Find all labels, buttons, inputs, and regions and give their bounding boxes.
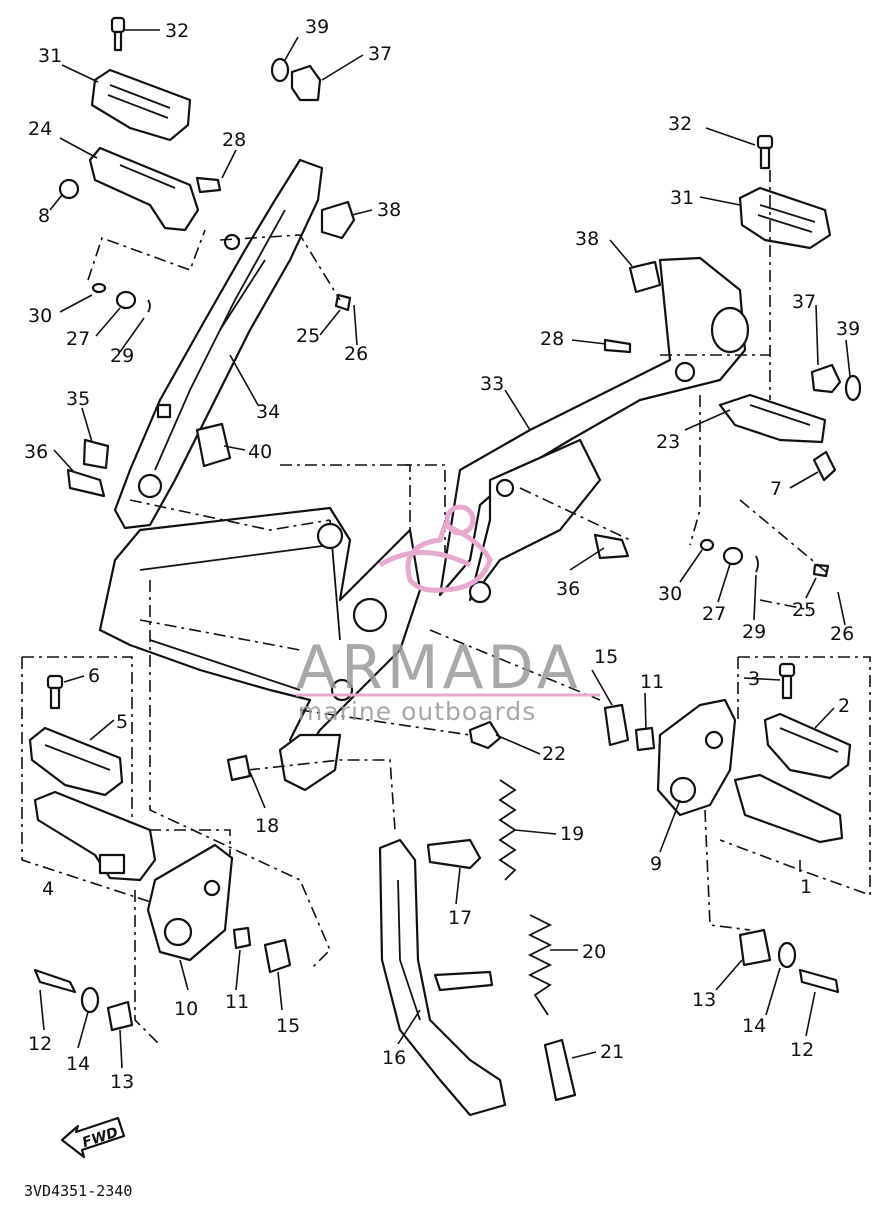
- callout-23: 23: [656, 431, 680, 453]
- callout-40: 40: [248, 441, 272, 463]
- callout-26: 26: [830, 623, 854, 645]
- callout-35: 35: [66, 388, 90, 410]
- callout-29: 29: [742, 621, 766, 643]
- callout-12: 12: [790, 1039, 814, 1061]
- callout-14: 14: [66, 1053, 90, 1075]
- callout-15: 15: [594, 646, 618, 668]
- callout-20: 20: [582, 941, 606, 963]
- callout-5: 5: [116, 711, 128, 733]
- callout-27: 27: [702, 603, 726, 625]
- callout-38: 38: [575, 228, 599, 250]
- callout-36: 36: [24, 441, 48, 463]
- callout-38: 38: [377, 199, 401, 221]
- callout-33: 33: [480, 373, 504, 395]
- watermark-tagline: marine outboards: [298, 697, 536, 726]
- callout-4: 4: [42, 878, 54, 900]
- callout-8: 8: [38, 205, 50, 227]
- watermark-brand: ARMADA: [296, 633, 582, 703]
- callout-22: 22: [542, 743, 566, 765]
- armada-watermark: ARMADA marine outboards: [296, 504, 600, 726]
- left-footrest-bracket: [113, 158, 324, 530]
- callout-10: 10: [174, 998, 198, 1020]
- right-front-footrest-assembly: [603, 656, 871, 994]
- diagram-code: 3VD4351-2340: [24, 1182, 132, 1200]
- callout-11: 11: [225, 991, 249, 1013]
- callout-37: 37: [368, 43, 392, 65]
- callout-6: 6: [88, 665, 100, 687]
- callout-11: 11: [640, 671, 664, 693]
- callout-39: 39: [836, 318, 860, 340]
- callout-29: 29: [110, 345, 134, 367]
- leader-lines: [49, 29, 851, 626]
- callout-26: 26: [344, 343, 368, 365]
- callout-25: 25: [792, 599, 816, 621]
- callout-28: 28: [540, 328, 564, 350]
- callout-21: 21: [600, 1041, 624, 1063]
- callout-31: 31: [670, 187, 694, 209]
- callout-34: 34: [256, 401, 280, 423]
- side-stand-assembly: [226, 720, 577, 1117]
- right-footrest-bracket: [438, 256, 750, 604]
- callout-27: 27: [66, 328, 90, 350]
- callout-9: 9: [650, 853, 662, 875]
- callout-36: 36: [556, 578, 580, 600]
- callout-32: 32: [165, 20, 189, 42]
- callout-15: 15: [276, 1015, 300, 1037]
- callout-25: 25: [296, 325, 320, 347]
- callout-18: 18: [255, 815, 279, 837]
- left-upper-small-parts: [58, 57, 356, 498]
- callout-19: 19: [560, 823, 584, 845]
- callout-28: 28: [222, 129, 246, 151]
- lower-leader-lines: [39, 669, 835, 1069]
- callout-14: 14: [742, 1015, 766, 1037]
- callout-24: 24: [28, 118, 52, 140]
- forward-direction-arrow: FWD: [60, 1116, 126, 1159]
- callout-30: 30: [28, 305, 52, 327]
- left-front-footrest-assembly: [21, 656, 292, 1032]
- callout-12: 12: [28, 1033, 52, 1055]
- callout-16: 16: [382, 1047, 406, 1069]
- callout-30: 30: [658, 583, 682, 605]
- callout-1: 1: [800, 876, 812, 898]
- callout-37: 37: [792, 291, 816, 313]
- callout-2: 2: [838, 695, 850, 717]
- right-rear-footrest: [593, 134, 862, 578]
- callout-31: 31: [38, 45, 62, 67]
- callout-13: 13: [110, 1071, 134, 1093]
- callout-13: 13: [692, 989, 716, 1011]
- left-rear-footrest: [88, 16, 200, 232]
- callout-39: 39: [305, 16, 329, 38]
- callout-32: 32: [668, 113, 692, 135]
- callout-7: 7: [770, 478, 782, 500]
- callout-numbers: 32 31 39 37 24 28 8 38 30 27 29 25 26 34…: [24, 16, 860, 1093]
- callout-17: 17: [448, 907, 472, 929]
